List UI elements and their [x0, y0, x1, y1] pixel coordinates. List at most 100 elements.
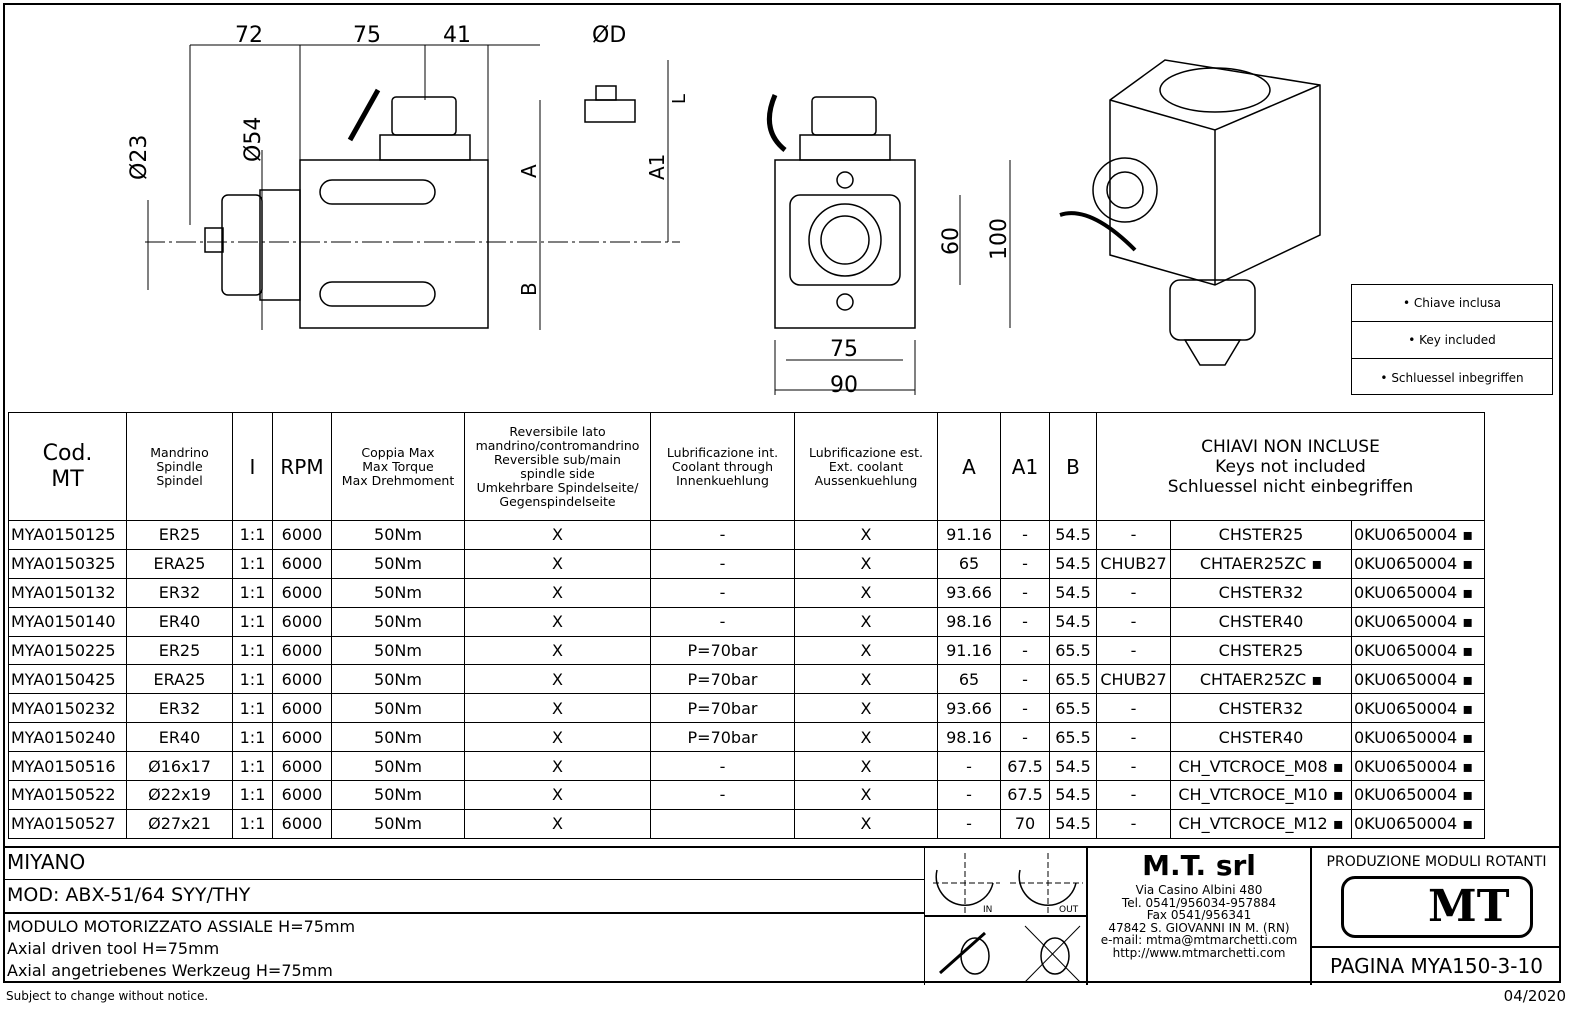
table-cell: X — [464, 693, 651, 724]
dim-72: 72 — [235, 23, 263, 48]
table-cell: 1:1 — [232, 722, 273, 753]
key-mount-icon — [939, 931, 990, 975]
table-cell: - — [1096, 808, 1171, 839]
header-line: Coppia Max — [361, 444, 435, 460]
table-cell: - — [1096, 520, 1171, 550]
table-cell: - — [1096, 780, 1171, 810]
table-cell: CH_VTCROCE_M12 ▪ — [1170, 808, 1352, 839]
table-cell: MYA0150125 — [8, 520, 127, 550]
col-b: B — [1049, 412, 1097, 521]
company-website[interactable]: http://www.mtmarchetti.com — [1112, 945, 1286, 960]
col-a1: A1 — [1000, 412, 1050, 521]
table-cell: X — [464, 577, 651, 608]
table-cell — [650, 808, 795, 839]
table-cell: ERA25 — [126, 548, 233, 579]
table-cell: P=70bar — [650, 722, 795, 753]
dim-b: B — [517, 282, 541, 296]
table-cell: X — [794, 808, 938, 839]
table-cell: 67.5 — [1000, 751, 1050, 782]
production-label: PRODUZIONE MODULI ROTANTI — [1326, 854, 1547, 870]
table-cell: 50Nm — [331, 520, 465, 550]
dim-60: 60 — [939, 227, 964, 255]
table-cell: 50Nm — [331, 693, 465, 724]
table-cell: ER32 — [126, 577, 233, 608]
table-cell: X — [464, 751, 651, 782]
company-tel: Tel. 0541/956034-957884 — [1121, 895, 1277, 910]
table-cell: ERA25 — [126, 664, 233, 695]
production-logo: PRODUZIONE MODULI ROTANTI MT — [1312, 848, 1561, 948]
table-cell: 6000 — [272, 751, 332, 782]
desc-en: Axial driven tool H=75mm — [7, 939, 220, 958]
table-cell: X — [794, 577, 938, 608]
dim-90: 90 — [830, 373, 858, 398]
table-cell: 6000 — [272, 780, 332, 810]
table-cell: CHSTER40 — [1170, 722, 1352, 753]
table-cell: 0KU0650004 ▪ — [1351, 780, 1485, 810]
table-cell: 91.16 — [937, 635, 1001, 666]
table-cell: 0KU0650004 ▪ — [1351, 520, 1485, 550]
change-notice: Subject to change without notice. — [6, 989, 209, 1003]
table-cell: - — [1096, 693, 1171, 724]
table-cell: X — [464, 520, 651, 550]
table-cell: - — [650, 751, 795, 782]
table-cell: 65.5 — [1049, 693, 1097, 724]
isometric-view — [1059, 59, 1321, 366]
table-cell: 6000 — [272, 635, 332, 666]
header-line: Max Torque — [362, 458, 434, 474]
table-cell: 91.16 — [937, 520, 1001, 550]
key-included-en: • Key included — [1352, 322, 1552, 359]
table-cell: P=70bar — [650, 693, 795, 724]
drawing-frame — [3, 3, 1561, 983]
table-cell: - — [1000, 693, 1050, 724]
table-cell: MYA0150522 — [8, 780, 127, 810]
table-cell: ER40 — [126, 606, 233, 637]
header-line: Reversible sub/main — [494, 451, 621, 467]
dim-od: ØD — [592, 23, 626, 48]
table-cell: ER25 — [126, 520, 233, 550]
table-cell: X — [794, 693, 938, 724]
table-cell: 54.5 — [1049, 780, 1097, 810]
header-line: Aussenkuehlung — [814, 472, 918, 488]
table-cell: 93.66 — [937, 577, 1001, 608]
table-cell: 50Nm — [331, 577, 465, 608]
table-cell: MYA0150140 — [8, 606, 127, 637]
table-cell: - — [1096, 751, 1171, 782]
table-cell: 0KU0650004 ▪ — [1351, 635, 1485, 666]
table-cell: 98.16 — [937, 606, 1001, 637]
table-cell: 54.5 — [1049, 577, 1097, 608]
table-cell: CHSTER32 — [1170, 577, 1352, 608]
company-email[interactable]: e-mail: mtma@mtmarchetti.com — [1100, 933, 1298, 947]
table-cell: 6000 — [272, 520, 332, 550]
desc-it: MODULO MOTORIZZATO ASSIALE H=75mm — [7, 917, 356, 936]
dim-d54: Ø54 — [241, 117, 266, 162]
page-number: PAGINA MYA150-3-10 — [1330, 954, 1543, 978]
table-cell: CH_VTCROCE_M08 ▪ — [1170, 751, 1352, 782]
dim-100: 100 — [987, 218, 1012, 260]
dim-41: 41 — [443, 23, 471, 48]
table-cell: MYA0150225 — [8, 635, 127, 666]
table-cell: 70 — [1000, 808, 1050, 839]
header-line: Ext. coolant — [828, 458, 904, 474]
table-cell: X — [794, 722, 938, 753]
table-cell: CHUB27 — [1096, 548, 1171, 579]
table-cell: 1:1 — [232, 780, 273, 810]
header-line: Lubrificazione est. — [809, 444, 923, 460]
header-line: mandrino/contromandrino — [475, 437, 640, 453]
table-cell: 54.5 — [1049, 751, 1097, 782]
table-cell: 1:1 — [232, 635, 273, 666]
header-line: Coolant through — [671, 458, 774, 474]
dim-d23: Ø23 — [127, 135, 152, 180]
table-cell: 50Nm — [331, 635, 465, 666]
table-cell: 54.5 — [1049, 606, 1097, 637]
header-line: Lubrificazione int. — [666, 444, 779, 460]
desc-de: Axial angetriebenes Werkzeug H=75mm — [7, 961, 333, 980]
table-cell: - — [1096, 577, 1171, 608]
